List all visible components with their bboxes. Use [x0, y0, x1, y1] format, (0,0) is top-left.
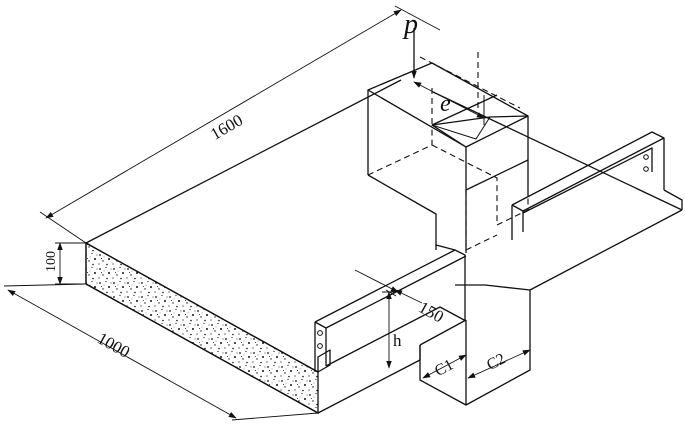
front-beam — [314, 244, 467, 372]
eccentricity-dimension — [413, 81, 485, 125]
right-beam — [511, 131, 683, 240]
pedestal-stub — [419, 209, 683, 406]
beam-width-dimension — [354, 269, 423, 304]
load-label: p — [402, 9, 418, 40]
slab — [85, 79, 683, 415]
thickness-dimension — [55, 242, 86, 285]
c-dimensions — [422, 349, 531, 379]
eccentricity-label: e — [440, 91, 451, 117]
length-label: 1600 — [207, 110, 246, 143]
beam-height-dimension — [382, 291, 396, 369]
slab-top-back-edge — [85, 79, 402, 244]
column — [367, 52, 529, 253]
slab-bottom-right-edge — [317, 359, 421, 414]
beam-height-label: h — [393, 331, 402, 350]
slab-step-edge — [317, 349, 331, 373]
length-dimension — [39, 5, 441, 244]
slab-concrete-section — [85, 241, 319, 415]
thickness-label: 100 — [44, 251, 59, 272]
c2-label: C2 — [484, 350, 508, 374]
c1-label: C1 — [432, 356, 456, 380]
